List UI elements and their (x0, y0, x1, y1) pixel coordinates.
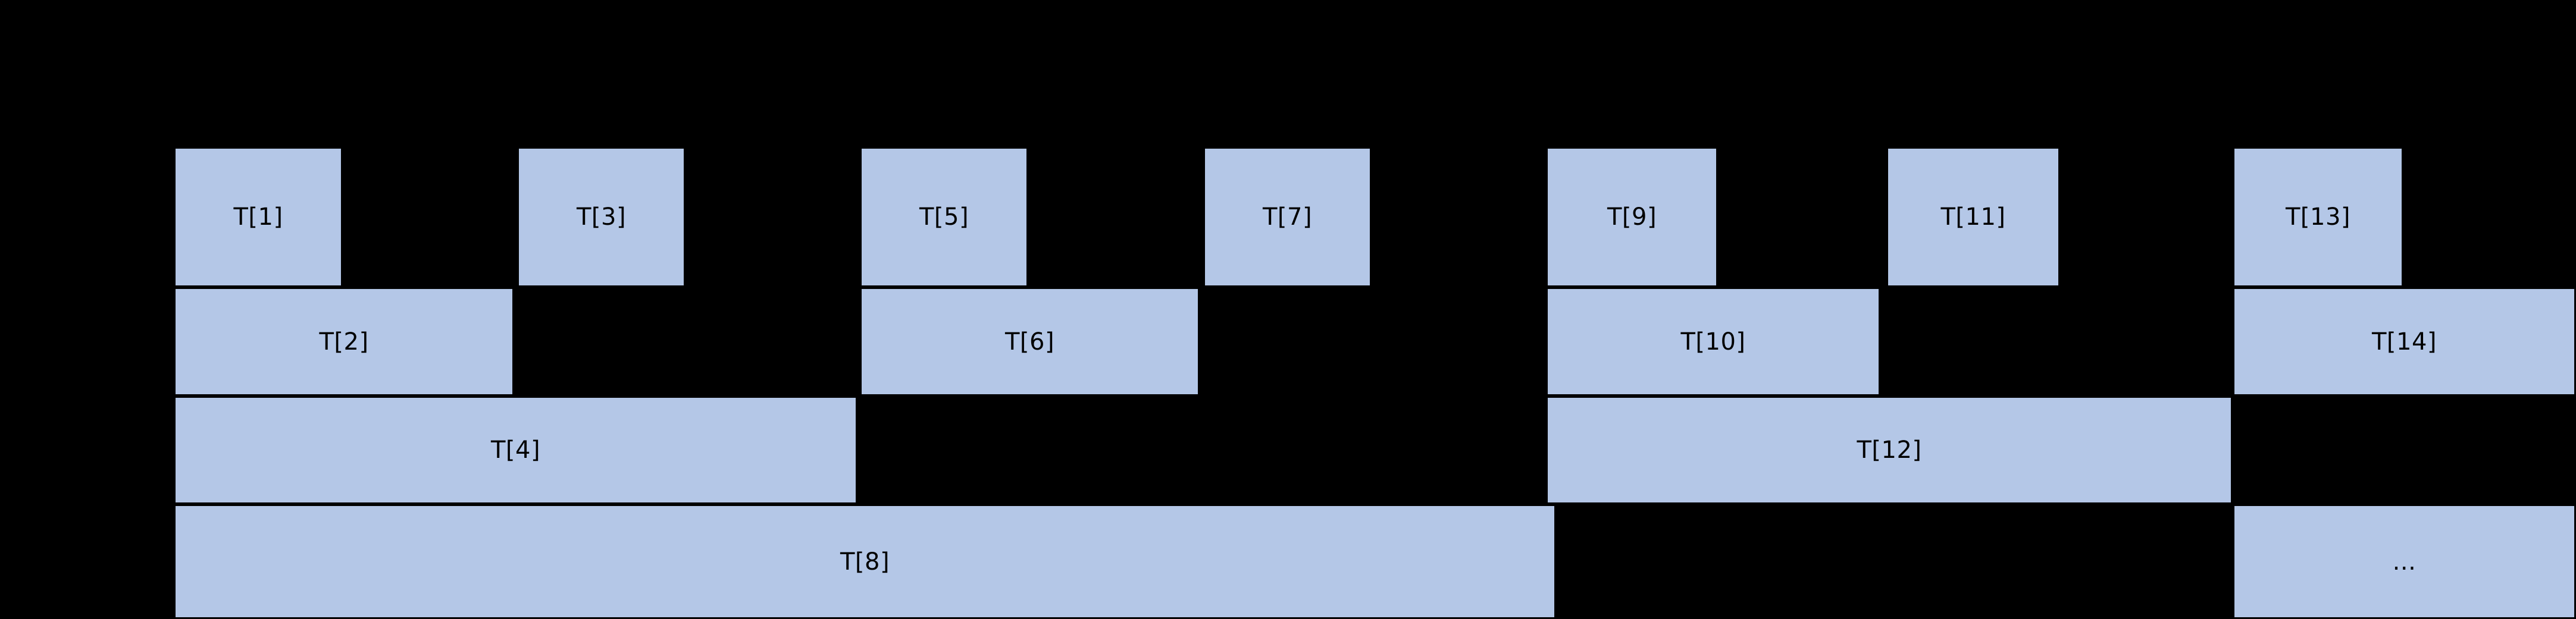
task-block[interactable]: T[14] (2233, 287, 2576, 396)
task-block-label: T[13] (2285, 203, 2351, 231)
task-block-label: T[6] (1004, 328, 1055, 356)
task-block[interactable]: T[8] (174, 504, 1556, 619)
task-block[interactable]: T[4] (174, 396, 857, 504)
task-row-level-1: T[1] T[3] T[5] T[7] T[9] T[11] T[13] (0, 147, 2576, 287)
task-block-label: T[11] (1940, 203, 2006, 231)
task-block[interactable]: T[2] (174, 287, 514, 396)
task-block-label: T[3] (576, 203, 627, 231)
task-row-level-3: T[4] T[12] (0, 396, 2576, 504)
task-block-label: T[14] (2371, 328, 2437, 356)
task-block-label: T[2] (319, 328, 369, 356)
task-block[interactable]: T[1] (174, 147, 343, 287)
task-row-level-4: T[8]... (0, 504, 2576, 619)
task-block-label: T[12] (1857, 436, 1922, 464)
task-block[interactable]: T[5] (860, 147, 1028, 287)
task-block-label: ... (2392, 548, 2417, 576)
task-block-label: T[9] (1607, 203, 1657, 231)
task-block-label: T[8] (840, 548, 890, 576)
task-block[interactable]: ... (2233, 504, 2576, 619)
task-block[interactable]: T[7] (1203, 147, 1372, 287)
task-block[interactable]: T[3] (517, 147, 686, 287)
task-block[interactable]: T[10] (1546, 287, 1880, 396)
task-block-label: T[1] (233, 203, 283, 231)
task-block-label: T[4] (490, 436, 541, 464)
task-block-label: T[10] (1680, 328, 1746, 356)
task-block-label: T[5] (919, 203, 969, 231)
task-row-level-2: T[2] T[6] T[10] T[14] (0, 287, 2576, 396)
task-block-label: T[7] (1262, 203, 1313, 231)
task-block[interactable]: T[6] (860, 287, 1200, 396)
task-block[interactable]: T[12] (1546, 396, 2233, 504)
task-block[interactable]: T[13] (2233, 147, 2403, 287)
task-block[interactable]: T[9] (1546, 147, 1718, 287)
task-block[interactable]: T[11] (1886, 147, 2060, 287)
